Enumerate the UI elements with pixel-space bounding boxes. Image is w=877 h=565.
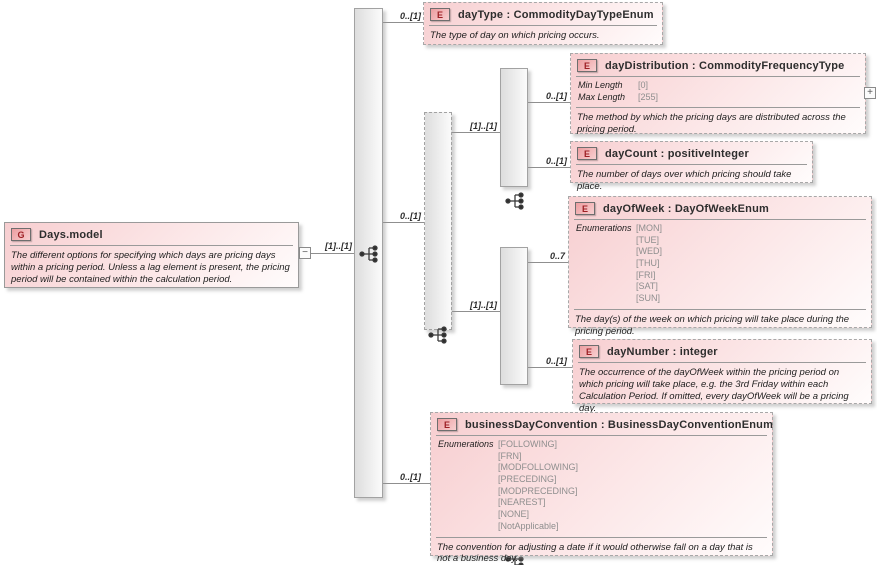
inner-sequence-bottom-compositor[interactable] <box>500 247 528 565</box>
node-title: dayOfWeek : DayOfWeekEnum <box>603 202 769 215</box>
divider <box>574 219 866 220</box>
enum-value: [FOLLOWING] <box>498 439 558 449</box>
element-badge: E <box>579 345 599 358</box>
outer-sequence-compositor[interactable] <box>354 8 383 498</box>
node-title: Days.model <box>39 228 103 241</box>
enum-value: [FRI] <box>636 269 656 280</box>
node-description: The occurrence of the dayOfWeek within t… <box>579 367 849 414</box>
choice-icon <box>428 326 447 344</box>
facet-value: [0] <box>638 80 649 90</box>
divider <box>436 435 767 436</box>
node-title: dayDistribution : CommodityFrequencyType <box>605 59 845 72</box>
divider <box>578 362 866 363</box>
cardinality-label: [1]..[1] <box>325 241 352 251</box>
node-daycount[interactable]: E dayCount : positiveInteger The number … <box>570 141 813 192</box>
collapse-toggle[interactable]: − <box>299 247 311 259</box>
divider <box>10 245 293 246</box>
node-days-model[interactable]: G Days.model The different options for s… <box>4 222 299 288</box>
cardinality-label: 0..7 <box>549 251 565 261</box>
node-title: dayNumber : integer <box>607 345 718 358</box>
choice-compositor[interactable] <box>424 112 452 344</box>
node-description: The different options for specifying whi… <box>11 250 290 285</box>
element-badge: E <box>575 202 595 215</box>
enum-value: [FRN] <box>498 450 522 461</box>
node-daynumber[interactable]: E dayNumber : integer The occurrence of … <box>572 339 872 414</box>
enum-value: [MODFOLLOWING] <box>498 462 579 473</box>
enum-value: [NONE] <box>498 509 530 520</box>
cardinality-label: 0..[1] <box>399 211 421 221</box>
enumerations-label: Enumerations <box>438 439 494 449</box>
element-badge: E <box>577 59 597 72</box>
node-title: dayType : CommodityDayTypeEnum <box>458 8 654 21</box>
element-badge: E <box>577 147 597 160</box>
element-badge: E <box>430 8 450 21</box>
node-title: dayCount : positiveInteger <box>605 147 749 160</box>
enum-value: [MON] <box>636 223 662 233</box>
element-badge: E <box>437 418 457 431</box>
cardinality-label: 0..[1] <box>399 11 421 21</box>
group-badge: G <box>11 228 31 241</box>
enum-value: [NEAREST] <box>498 497 546 508</box>
enumerations-label: Enumerations <box>576 223 632 233</box>
cardinality-label: 0..[1] <box>545 156 567 166</box>
divider <box>576 107 860 109</box>
enum-value: [SAT] <box>636 281 658 292</box>
divider <box>429 25 657 26</box>
expand-toggle[interactable]: + <box>864 87 876 99</box>
divider <box>436 536 767 538</box>
node-title: businessDayConvention : BusinessDayConve… <box>465 418 774 431</box>
enum-value: [TUE] <box>636 234 660 245</box>
node-daydistribution[interactable]: E dayDistribution : CommodityFrequencyTy… <box>570 53 866 135</box>
enum-value: [NotApplicable] <box>498 520 559 531</box>
divider <box>574 308 866 310</box>
enum-value: [SUN] <box>636 293 661 304</box>
facet-label: Min Length <box>578 80 623 90</box>
cardinality-label: 0..[1] <box>399 472 421 482</box>
enumeration-values: [MON][TUE][WED][THU][FRI][SAT][SUN] <box>636 223 662 305</box>
facet-list: Min Length [0] Max Length [255] <box>571 77 865 107</box>
sequence-icon <box>505 192 524 210</box>
node-daytype[interactable]: E dayType : CommodityDayTypeEnum The typ… <box>423 2 663 45</box>
cardinality-label: [1]..[1] <box>470 300 497 310</box>
node-description: The day(s) of the week on which pricing … <box>575 313 850 337</box>
cardinality-label: 0..[1] <box>545 91 567 101</box>
divider <box>576 76 860 77</box>
divider <box>576 164 807 165</box>
node-businessdayconvention[interactable]: E businessDayConvention : BusinessDayCon… <box>430 412 774 564</box>
enum-value: [MODPRECEDING] <box>498 485 578 496</box>
cardinality-label: 0..[1] <box>545 356 567 366</box>
node-description: The method by which the pricing days are… <box>577 112 846 136</box>
facet-label: Max Length <box>578 91 626 102</box>
node-dayofweek[interactable]: E dayOfWeek : DayOfWeekEnum Enumerations… <box>568 196 872 337</box>
cardinality-label: [1]..[1] <box>470 121 497 131</box>
enumeration-values: [FOLLOWING][FRN][MODFOLLOWING][PRECEDING… <box>498 439 578 533</box>
enum-value: [WED] <box>636 246 662 257</box>
node-description: The type of day on which pricing occurs. <box>430 30 600 41</box>
enum-value: [PRECEDING] <box>498 474 557 485</box>
facet-value: [255] <box>638 91 659 102</box>
node-description: The convention for adjusting a date if i… <box>437 541 753 565</box>
sequence-icon <box>359 245 378 263</box>
node-description: The number of days over which pricing sh… <box>577 169 792 192</box>
enum-value: [THU] <box>636 258 660 269</box>
inner-sequence-top-compositor[interactable] <box>500 68 528 210</box>
